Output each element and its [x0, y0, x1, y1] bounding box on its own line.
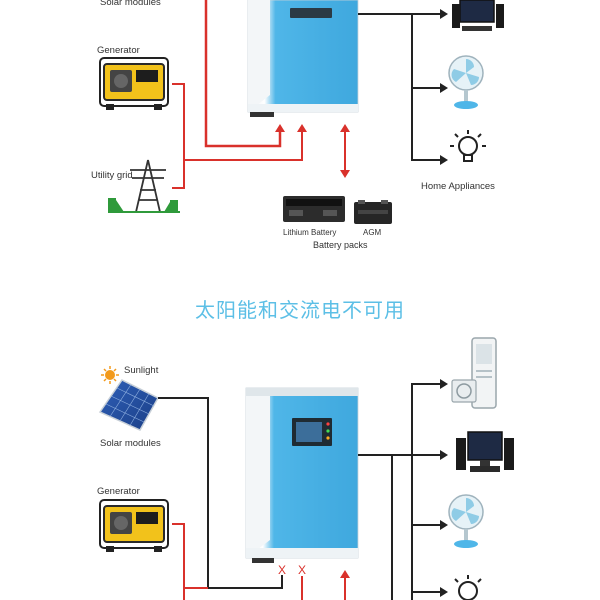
- arrow-right-icon: [440, 9, 448, 19]
- fan-icon: [448, 494, 484, 548]
- arrow-right-icon: [440, 379, 448, 389]
- arrow-right-icon: [440, 83, 448, 93]
- generator-label-top: Generator: [97, 45, 140, 56]
- arrow-right-icon: [440, 587, 448, 597]
- utility-tower-icon: [108, 159, 180, 213]
- grid-ac-line: [184, 128, 303, 161]
- arrow-right-icon: [440, 450, 448, 460]
- arrow-up-icon: [340, 124, 350, 132]
- arrow-right-icon: [440, 155, 448, 165]
- cross-mark-grid: X: [298, 563, 306, 577]
- solar-modules-label-top: Solar modules: [100, 0, 161, 8]
- generator-icon: [99, 499, 169, 552]
- generator-icon: [99, 57, 169, 110]
- arrow-down-icon: [340, 170, 350, 178]
- battery-packs-label: Battery packs: [313, 240, 368, 250]
- arrow-up-icon: [340, 570, 350, 578]
- agm-battery-icon: [354, 200, 392, 224]
- generator-line-bottom: [172, 523, 208, 600]
- solar-panel-icon: [98, 379, 160, 431]
- solar-modules-label-bottom: Solar modules: [100, 438, 161, 449]
- arrow-up-icon: [297, 124, 307, 132]
- lithium-battery-icon: [283, 196, 345, 222]
- sunlight-label: Sunlight: [124, 365, 159, 376]
- cross-mark-solar: X: [278, 563, 286, 577]
- output-line-top: [358, 13, 442, 161]
- agm-label: AGM: [363, 228, 382, 237]
- top-diagram: Solar modules Generator Utility grid: [91, 0, 504, 250]
- generator-ac-line: [172, 83, 185, 189]
- solar-ac-line-top: [204, 0, 282, 148]
- inverter-top: [247, 0, 359, 117]
- lithium-battery-label: Lithium Battery: [283, 228, 336, 237]
- computer-icon: [452, 0, 504, 31]
- arrow-up-icon: [275, 124, 285, 132]
- arrow-right-icon: [440, 520, 448, 530]
- computer-icon: [456, 431, 514, 472]
- home-appliances-label: Home Appliances: [421, 181, 495, 192]
- light-bulb-icon: [454, 575, 482, 600]
- utility-grid-label: Utility grid: [91, 170, 133, 181]
- output-line-bottom: [358, 383, 442, 600]
- sun-icon: [101, 366, 119, 384]
- inverter-bottom: [245, 387, 359, 563]
- fan-icon: [448, 55, 484, 109]
- light-bulb-icon: [450, 130, 486, 162]
- scenario-title: 太阳能和交流电不可用: [195, 298, 405, 322]
- bottom-diagram: Sunlight Solar modules Generator: [97, 337, 514, 600]
- air-conditioner-icon: [451, 337, 497, 409]
- generator-label-bottom: Generator: [97, 486, 140, 497]
